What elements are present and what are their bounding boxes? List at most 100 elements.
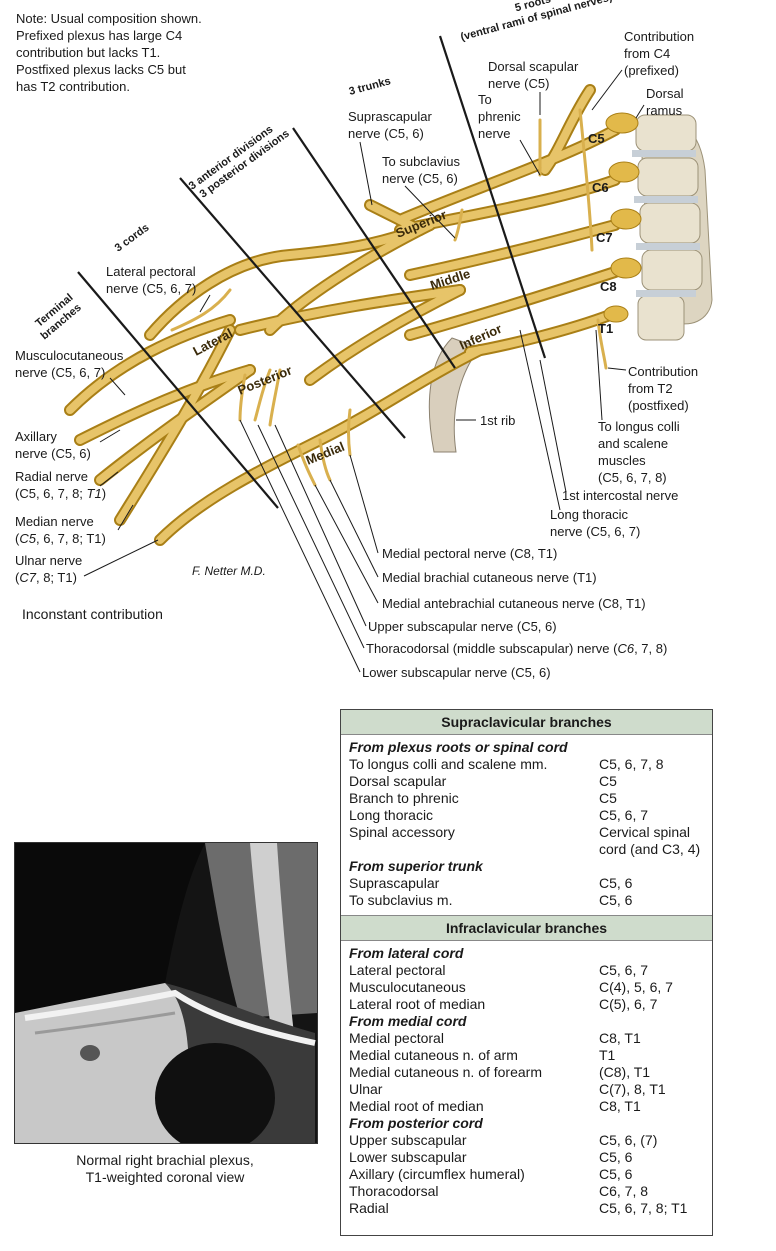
- divisions-header: 3 anterior divisions 3 posterior divisio…: [187, 123, 292, 200]
- table-row: Long thoracic C5, 6, 7: [349, 807, 712, 824]
- radial-label-2: (C5, 6, 7, 8; T1): [15, 486, 106, 501]
- long-thoracic-label-2: nerve (C5, 6, 7): [550, 524, 640, 539]
- medial-pectoral-label: Medial pectoral nerve (C8, T1): [382, 546, 557, 561]
- ulnar-label-2b: C7: [19, 570, 36, 585]
- suprascapular-label-1: Suprascapular: [348, 109, 432, 124]
- branch-roots: C5, 6, 7: [599, 807, 649, 823]
- contribution-c4-label-1: Contribution: [624, 29, 694, 44]
- first-rib-label: 1st rib: [480, 413, 515, 428]
- branch-roots: C(5), 6, 7: [599, 996, 658, 1012]
- branch-roots: C5, 6: [599, 892, 633, 908]
- root-c7-label: C7: [596, 230, 613, 245]
- table-row: To subclavius m.C5, 6: [349, 892, 712, 909]
- dorsal-ramus-label-2: ramus: [646, 103, 683, 118]
- branch-name: Spinal accessory: [349, 824, 455, 840]
- branch-roots: C5: [599, 790, 617, 806]
- contribution-c4-label-2: from C4: [624, 46, 670, 61]
- branch-name: Medial pectoral: [349, 1030, 444, 1046]
- branch-roots: C(7), 8, T1: [599, 1081, 666, 1097]
- brachial-plexus-diagram: 5 roots (ventral rami of spinal nerves) …: [15, 0, 713, 680]
- branch-roots-line1: Cervical spinal: [599, 824, 691, 840]
- branch-roots: C8, T1: [599, 1098, 641, 1114]
- mri-graphic: [15, 843, 317, 1143]
- group-title: From plexus roots or spinal cord: [349, 739, 568, 755]
- long-thoracic-label-1: Long thoracic: [550, 507, 629, 522]
- median-label-1: Median nerve: [15, 514, 94, 529]
- contribution-c4-label-3: (prefixed): [624, 63, 679, 78]
- to-phrenic-label-3: nerve: [478, 126, 511, 141]
- first-intercostal-label: 1st intercostal nerve: [562, 488, 678, 503]
- vertebral-column: [632, 114, 713, 341]
- ulnar-label-2c: , 8; T1): [36, 570, 77, 585]
- ulnar-label-2a: (: [15, 570, 20, 585]
- lower-subscapular-label: Lower subscapular nerve (C5, 6): [362, 665, 551, 680]
- radial-label-1: Radial nerve: [15, 469, 88, 484]
- radial-label-2a: (C5, 6, 7, 8;: [15, 486, 87, 501]
- branch-roots-line2: cord (and C3, 4): [599, 841, 701, 857]
- root-c6-label: C6: [592, 180, 609, 195]
- lateral-pectoral-label-1: Lateral pectoral: [106, 264, 196, 279]
- small-branches: [170, 108, 608, 487]
- branch-name: Long thoracic: [349, 807, 434, 823]
- branch-roots: C6, 7, 8: [599, 1183, 649, 1199]
- longus-colli-label-1: To longus colli: [598, 419, 680, 434]
- ulnar-label-2: (C7, 8; T1): [15, 570, 77, 585]
- to-subclavius-label-2: nerve (C5, 6): [382, 171, 458, 186]
- branch-name: Dorsal scapular: [349, 773, 447, 789]
- mri-image: [14, 842, 318, 1144]
- median-label-2a: (: [15, 531, 20, 546]
- branch-roots: C5, 6: [599, 875, 633, 891]
- contribution-t2-label-3: (postfixed): [628, 398, 689, 413]
- axillary-label-1: Axillary: [15, 429, 57, 444]
- branch-roots: C5, 6, (7): [599, 1132, 658, 1148]
- mri-caption-line1: Normal right brachial plexus,: [76, 1152, 254, 1168]
- branch-roots: C5, 6, 7: [599, 962, 649, 978]
- supraclavicular-section: From plexus roots or spinal cord To long…: [341, 735, 712, 915]
- lateral-pectoral-label-2: nerve (C5, 6, 7): [106, 281, 196, 296]
- cords-header: 3 cords: [113, 222, 152, 255]
- radial-label-2b: T1: [87, 486, 102, 501]
- thoracodorsal-label-b: C6: [617, 641, 634, 656]
- contribution-t2-label-2: from T2: [628, 381, 673, 396]
- to-phrenic-label-2: phrenic: [478, 109, 521, 124]
- to-phrenic-label-1: To: [478, 92, 492, 107]
- branch-roots: (C8), T1: [599, 1064, 651, 1080]
- branch-name: Upper subscapular: [349, 1132, 467, 1148]
- branch-name: Lower subscapular: [349, 1149, 467, 1165]
- note-line1: Note: Usual composition shown.: [16, 11, 202, 26]
- radial-label-2c: ): [102, 486, 106, 501]
- netter-signature: F. Netter M.D.: [192, 564, 266, 578]
- medial-brachial-cutaneous-label: Medial brachial cutaneous nerve (T1): [382, 570, 597, 585]
- suprascapular-label-2: nerve (C5, 6): [348, 126, 424, 141]
- median-label-2b: C5: [19, 531, 36, 546]
- medial-antebrachial-cutaneous-label: Medial antebrachial cutaneous nerve (C8,…: [382, 596, 646, 611]
- dorsal-ramus-label-1: Dorsal: [646, 86, 684, 101]
- thoracodorsal-label: Thoracodorsal (middle subscapular) nerve…: [366, 641, 667, 656]
- roots-header: 5 roots (ventral rami of spinal nerves): [459, 0, 614, 43]
- root-t1-label: T1: [598, 321, 613, 336]
- supraclavicular-header: Supraclavicular branches: [341, 710, 712, 735]
- branch-roots: T1: [599, 1047, 616, 1063]
- group-title: From superior trunk: [349, 858, 483, 874]
- branch-name: Ulnar: [349, 1081, 383, 1097]
- median-label-2: (C5, 6, 7, 8; T1): [15, 531, 106, 546]
- infraclavicular-header: Infraclavicular branches: [341, 915, 712, 941]
- branch-roots: C(4), 5, 6, 7: [599, 979, 673, 995]
- dorsal-scapular-label-1: Dorsal scapular: [488, 59, 579, 74]
- ulnar-label-1: Ulnar nerve: [15, 553, 82, 568]
- branch-roots: C5, 6, 7, 8: [599, 756, 664, 772]
- nerve-fill: [66, 86, 619, 544]
- branch-name: Suprascapular: [349, 875, 440, 891]
- longus-colli-label-2: and scalene: [598, 436, 668, 451]
- inconstant-contribution-note: Inconstant contribution: [22, 606, 163, 622]
- thoracodorsal-label-a: Thoracodorsal (middle subscapular) nerve…: [366, 641, 618, 656]
- table-row: Medial cutaneous n. of forearm(C8), T1: [349, 1064, 712, 1081]
